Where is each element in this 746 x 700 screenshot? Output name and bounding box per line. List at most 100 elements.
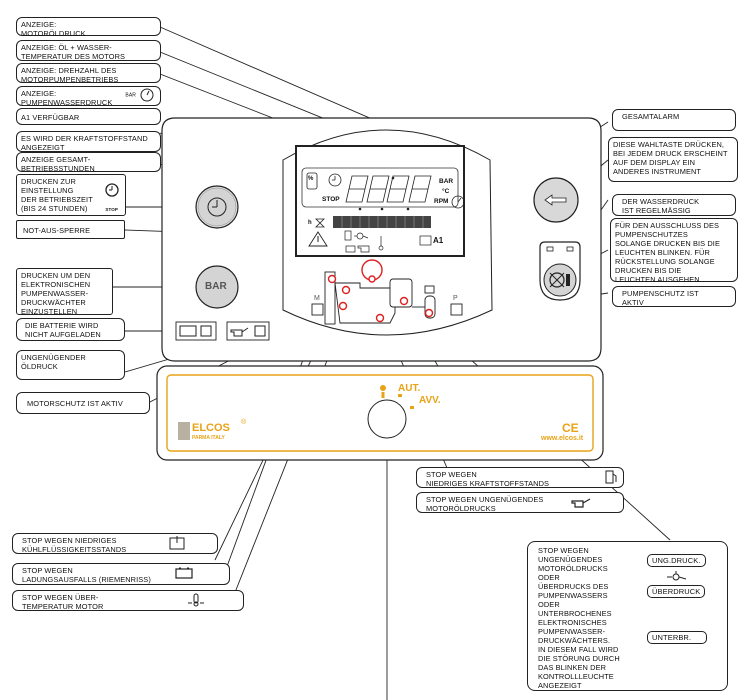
clock-icon	[105, 183, 119, 199]
lcd-stop-label: STOP	[322, 196, 340, 203]
seven-segment-digits	[345, 175, 432, 203]
label-text: STOP WEGEN UNGENÜGENDES MOTORÖLDRUCKS	[426, 495, 544, 513]
lcd-status-icons	[344, 230, 432, 253]
ce-mark: CE	[562, 421, 579, 435]
label-text: MOTORSCHUTZ IST AKTIV	[27, 399, 123, 408]
label-motor-protection-active: MOTORSCHUTZ IST AKTIV	[16, 392, 150, 414]
fuel-percent-icon	[306, 172, 318, 190]
label-timer-setting: DRUCKEN ZUR EINSTELLUNG DER BETRIEBSZEIT…	[16, 174, 126, 216]
label-battery-not-charging: DIE BATTERIE WIRD NICHT AUFGELADEN	[16, 318, 125, 341]
pump-protection-button	[539, 241, 581, 301]
oil-can-icon	[571, 496, 593, 510]
elcos-brand: ELCOS	[192, 422, 230, 434]
label-text: ANZEIGE GESAMT- BETRIEBSSTUNDEN	[21, 155, 95, 173]
stop-mini-label: STOP	[105, 207, 118, 212]
pressure-gauge-icon	[451, 195, 465, 209]
label-text: DIE BATTERIE WIRD NICHT AUFGELADEN	[25, 321, 101, 339]
label-stop-over-temperature: STOP WEGEN ÜBER- TEMPERATUR MOTOR	[12, 590, 244, 611]
label-oil-water-temp-display: ANZEIGE: ÖL + WASSER- TEMPERATUR DES MOT…	[16, 40, 161, 61]
label-low-oil-pressure: UNGENÜGENDER ÖLDRUCK	[16, 350, 125, 380]
p-indicator	[450, 303, 463, 316]
m-indicator-label: M	[314, 295, 320, 302]
p-indicator-label: P	[453, 295, 458, 302]
label-text: A1 VERFÜGBAR	[21, 113, 80, 122]
label-text: ANZEIGE: ÖL + WASSER- TEMPERATUR DES MOT…	[21, 43, 126, 61]
label-stop-low-oil-pressure: STOP WEGEN UNGENÜGENDES MOTORÖLDRUCKS	[416, 492, 624, 513]
label-text: ANZEIGE: MOTORÖLDRUCK	[21, 20, 86, 38]
label-text: FÜR DEN AUSSCHLUSS DES PUMPENSCHUTZES SO…	[615, 221, 720, 284]
timer-button	[195, 185, 239, 229]
label-text: STOP WEGEN NIEDRIGES KRAFTSTOFFSTANDS	[426, 470, 550, 488]
label-text: ES WIRD DER KRAFTSTOFFSTAND ANGEZEIGT	[21, 134, 148, 152]
timer-icon	[328, 173, 342, 187]
warning-icon	[308, 231, 328, 247]
bar-button[interactable]: BAR	[205, 281, 227, 292]
label-fuel-level-display: ES WIRD DER KRAFTSTOFFSTAND ANGEZEIGT	[16, 131, 161, 152]
label-pump-water-pressure-display: ANZEIGE: PUMPENWASSERDRUCK BAR	[16, 86, 161, 107]
label-selector-button: DIESE WAHLTASTE DRÜCKEN, BEI JEDEM DRUCK…	[608, 137, 738, 182]
battery-icon	[175, 567, 193, 581]
elcos-origin: PARMA ITALY	[192, 435, 225, 441]
lcd-hours-label: h	[308, 220, 312, 226]
label-text: PUMPENSCHUTZ IST AKTIV	[622, 289, 699, 307]
registered-mark: ®	[241, 419, 247, 426]
oil-pressure-indicator	[226, 321, 270, 341]
label-text: ANZEIGE: PUMPENWASSERDRUCK	[21, 89, 113, 107]
selector-arrow-button	[533, 177, 579, 223]
label-stop-low-coolant: STOP WEGEN NIEDRIGES KÜHLFLÜSSIGKEITSSTA…	[12, 533, 218, 554]
label-rpm-display: ANZEIGE: DREHZAHL DES MOTORPUMPENBETRIEB…	[16, 63, 161, 84]
key-switch	[367, 399, 407, 439]
label-text: STOP WEGEN ÜBER- TEMPERATUR MOTOR	[22, 593, 104, 611]
label-pressure-switch-setting: DRUCKEN UM DEN ELEKTRONISCHEN PUMPENWASS…	[16, 268, 113, 316]
lcd-unit-bar: BAR	[439, 178, 454, 185]
label-pump-protection-active: PUMPENSCHUTZ IST AKTIV	[612, 286, 736, 307]
pressure-switch-icon	[666, 570, 690, 584]
decimal-points	[358, 176, 410, 211]
pill-low-pressure: UNG.DRUCK.	[647, 554, 706, 567]
key-panel-inner-border	[166, 374, 594, 452]
pill-overpressure: ÜBERDRUCK	[647, 585, 706, 598]
label-text: UNGENÜGENDER ÖLDRUCK	[21, 353, 86, 371]
lcd-a1-label: A1	[433, 236, 444, 245]
bar-button-shape	[195, 265, 239, 309]
bar-unit-label: BAR	[125, 92, 136, 99]
label-stop-charge-failure: STOP WEGEN LADUNGSAUSFALLS (RIEMENRISS)	[12, 563, 230, 585]
hourglass-icon	[315, 218, 325, 228]
label-text: DER WASSERDRUCK IST REGELMÄSSIG	[622, 197, 700, 215]
elcos-logo-mark	[178, 422, 190, 440]
pill-interrupted: UNTERBR.	[647, 631, 707, 644]
label-text: GESAMTALARM	[622, 112, 680, 121]
fault-description: STOP WEGEN UNGENÜGENDES MOTORÖLDRUCKS OD…	[538, 546, 620, 690]
coolant-level-icon	[169, 535, 185, 552]
bargraph	[333, 216, 431, 228]
battery-indicator	[175, 321, 217, 341]
label-text: DRUCKEN ZUR EINSTELLUNG DER BETRIEBSZEIT…	[21, 177, 93, 213]
label-a1-available: A1 VERFÜGBAR	[16, 108, 161, 125]
key-position-aut: AUT.	[398, 383, 421, 394]
label-text: STOP WEGEN NIEDRIGES KÜHLFLÜSSIGKEITSSTA…	[22, 536, 127, 554]
pressure-gauge-icon	[140, 88, 154, 104]
label-oil-pressure-display: ANZEIGE: MOTORÖLDRUCK	[16, 17, 161, 38]
thermometer-icon	[187, 593, 205, 609]
alarm-lamps	[327, 259, 434, 323]
label-pump-protection-exclusion: FÜR DEN AUSSCHLUSS DES PUMPENSCHUTZES SO…	[610, 218, 738, 284]
key-position-avv: AVV.	[419, 395, 441, 406]
fuel-pump-icon	[605, 470, 617, 486]
lcd-unit-celsius: °C	[442, 188, 450, 195]
label-stop-low-fuel: STOP WEGEN NIEDRIGES KRAFTSTOFFSTANDS	[416, 467, 624, 488]
pressure-fault-box: STOP WEGEN UNGENÜGENDES MOTORÖLDRUCKS OD…	[527, 541, 728, 691]
label-water-pressure-ok: DER WASSERDRUCK IST REGELMÄSSIG	[612, 194, 736, 216]
lcd-digits-area	[301, 167, 459, 208]
label-total-hours-display: ANZEIGE GESAMT- BETRIEBSSTUNDEN	[16, 152, 161, 173]
label-text: DRUCKEN UM DEN ELEKTRONISCHEN PUMPENWASS…	[21, 271, 91, 316]
label-text: NOT-AUS-SPERRE	[23, 226, 91, 235]
m-indicator	[311, 303, 324, 316]
lcd-unit-rpm: RPM	[434, 198, 449, 205]
elcos-website: www.elcos.it	[541, 435, 584, 442]
label-emergency-stop-lock: NOT-AUS-SPERRE	[16, 220, 125, 239]
lcd-fuel-percent: %	[308, 176, 314, 182]
label-text: STOP WEGEN LADUNGSAUSFALLS (RIEMENRISS)	[22, 566, 151, 584]
label-text: ANZEIGE: DREHZAHL DES MOTORPUMPENBETRIEB…	[21, 66, 119, 84]
label-general-alarm: GESAMTALARM	[612, 109, 736, 131]
